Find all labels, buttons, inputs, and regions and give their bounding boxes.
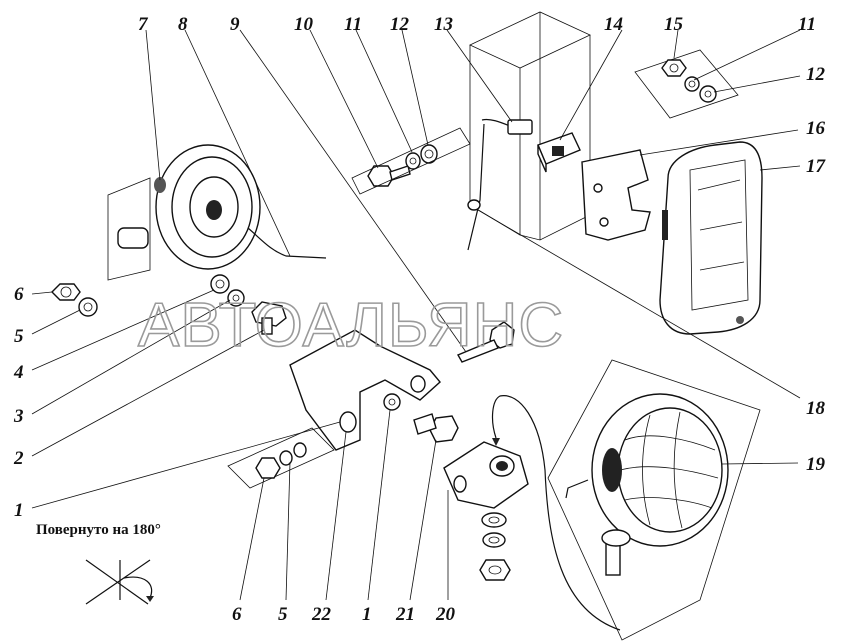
long-bolt — [456, 321, 515, 363]
nut-20 — [479, 559, 511, 581]
nut-6-bottom — [255, 457, 281, 479]
callout-11-right: 11 — [798, 14, 816, 35]
callout-3: 3 — [13, 406, 24, 427]
relay-14 — [537, 132, 581, 173]
rotation-symbol — [85, 559, 154, 605]
washer-5-bottom — [279, 442, 307, 466]
callout-1-left: 1 — [14, 500, 24, 521]
callout-8: 8 — [178, 14, 188, 35]
callout-12-right: 12 — [806, 64, 826, 85]
wire-13 — [467, 118, 533, 251]
bracket-22 — [289, 329, 441, 451]
lamp-17 — [659, 141, 763, 335]
leader-lines — [31, 29, 801, 601]
callout-22: 22 — [311, 604, 332, 625]
callout-19: 19 — [806, 454, 826, 475]
nut-15 — [661, 59, 687, 77]
bolt-10 — [367, 165, 411, 187]
callout-6-left: 6 — [14, 284, 24, 305]
watermark: АВТОАЛЬЯНС — [138, 291, 564, 360]
callout-labels: 7 8 9 10 11 12 13 14 15 11 12 16 17 6 5 … — [13, 14, 827, 625]
callout-1-bottom: 1 — [362, 604, 372, 625]
wire-lamp-19 — [491, 395, 621, 631]
callout-7: 7 — [138, 14, 149, 35]
washer-11-right — [684, 76, 700, 92]
group-frame-15 — [634, 49, 739, 119]
arrow-head — [492, 438, 500, 446]
rotation-caption: Повернуто на 180° — [36, 522, 161, 538]
washer-5-left — [78, 297, 98, 317]
bolt-21 — [413, 413, 459, 443]
nut-6-left — [51, 283, 81, 301]
clamp-20 — [443, 441, 529, 509]
washer-3 — [227, 289, 245, 307]
horn — [107, 144, 327, 281]
callout-21: 21 — [395, 604, 415, 625]
callout-5-bottom: 5 — [278, 604, 288, 625]
group-frame-bottom — [227, 427, 335, 489]
callout-18: 18 — [806, 398, 826, 419]
lamp-19 — [565, 393, 729, 576]
callout-9: 9 — [230, 14, 240, 35]
washer-12-right — [699, 85, 717, 103]
callout-16: 16 — [806, 118, 826, 139]
callout-5-left: 5 — [14, 326, 24, 347]
group-frame-10-12 — [351, 127, 471, 195]
washer-11-top — [405, 152, 421, 170]
callout-13: 13 — [434, 14, 453, 35]
callout-2: 2 — [13, 448, 24, 469]
washer-1 — [383, 393, 401, 411]
callout-17: 17 — [806, 156, 827, 177]
callout-15: 15 — [664, 14, 684, 35]
washer-20a — [481, 512, 507, 528]
group-frame-19 — [547, 359, 761, 641]
callout-20: 20 — [435, 604, 456, 625]
washer-20b — [482, 532, 506, 548]
callout-4: 4 — [13, 362, 24, 383]
callout-12-top: 12 — [390, 14, 410, 35]
washer-4 — [210, 274, 230, 294]
callout-6-bottom: 6 — [232, 604, 242, 625]
callout-10: 10 — [294, 14, 314, 35]
bracket-16 — [581, 149, 651, 241]
callout-11-top: 11 — [344, 14, 362, 35]
bolt-2 — [251, 301, 287, 335]
callout-14: 14 — [604, 14, 623, 35]
